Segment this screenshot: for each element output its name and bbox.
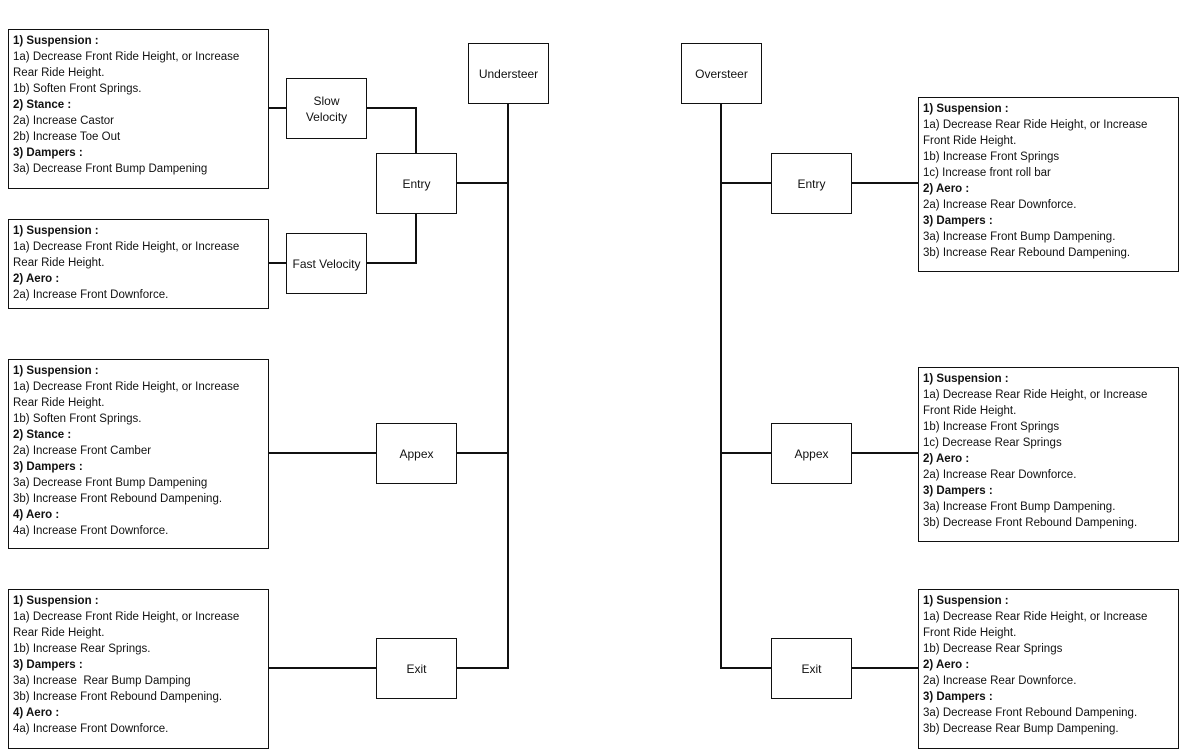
info-heading: 2) Aero : [923,659,970,671]
info-heading: 1) Suspension : [13,365,99,377]
info-line: 1b) Increase Rear Springs. [13,643,151,655]
info-line: 1b) Soften Front Springs. [13,413,142,425]
info-heading: 2) Aero : [13,273,60,285]
info-heading: 2) Aero : [923,183,970,195]
fast-velocity-node: Fast Velocity [286,233,367,294]
info-line: 1a) Decrease Rear Ride Height, or Increa… [923,611,1148,639]
info-line: 3a) Increase Rear Bump Damping [13,675,191,687]
info-heading: 1) Suspension : [13,225,99,237]
info-line: 3a) Decrease Front Bump Dampening [13,477,208,489]
oversteer-appex-info: 1) Suspension : 1a) Decrease Rear Ride H… [918,367,1179,542]
exit-node-understeer: Exit [376,638,457,699]
info-heading: 2) Stance : [13,99,72,111]
info-heading: 4) Aero : [13,509,60,521]
info-heading: 3) Dampers : [13,659,83,671]
info-line: 1a) Decrease Front Ride Height, or Incre… [13,611,240,639]
oversteer-label: Oversteer [695,66,748,81]
oversteer-entry-info: 1) Suspension : 1a) Decrease Rear Ride H… [918,97,1179,272]
info-line: 1b) Soften Front Springs. [13,83,142,95]
info-line: 3b) Increase Front Rebound Dampening. [13,493,223,505]
info-line: 1a) Decrease Rear Ride Height, or Increa… [923,389,1148,417]
slow-velocity-label: Slow Velocity [305,93,348,124]
info-line: 3a) Decrease Front Rebound Dampening. [923,707,1138,719]
info-heading: 1) Suspension : [923,595,1009,607]
info-heading: 1) Suspension : [923,103,1009,115]
info-line: 1a) Decrease Rear Ride Height, or Increa… [923,119,1148,147]
info-line: 3a) Increase Front Bump Dampening. [923,231,1116,243]
info-line: 1b) Increase Front Springs [923,151,1060,163]
info-heading: 3) Dampers : [923,215,993,227]
understeer-node: Understeer [468,43,549,104]
info-line: 3b) Decrease Front Rebound Dampening. [923,517,1138,529]
entry-label: Entry [797,176,826,191]
info-line: 1a) Decrease Front Ride Height, or Incre… [13,381,240,409]
info-line: 3a) Increase Front Bump Dampening. [923,501,1116,513]
info-line: 3b) Decrease Rear Bump Dampening. [923,723,1119,735]
info-line: 1b) Increase Front Springs [923,421,1060,433]
info-line: 2a) Increase Front Camber [13,445,152,457]
info-line: 3b) Increase Front Rebound Dampening. [13,691,223,703]
appex-label: Appex [794,446,829,461]
info-line: 2a) Increase Rear Downforce. [923,469,1077,481]
oversteer-exit-info: 1) Suspension : 1a) Decrease Rear Ride H… [918,589,1179,749]
info-line: 2a) Increase Front Downforce. [13,289,169,301]
info-line: 3a) Decrease Front Bump Dampening [13,163,208,175]
entry-node-understeer: Entry [376,153,457,214]
oversteer-node: Oversteer [681,43,762,104]
info-line: 1c) Decrease Rear Springs [923,437,1062,449]
info-heading: 1) Suspension : [923,373,1009,385]
info-heading: 1) Suspension : [13,595,99,607]
info-heading: 3) Dampers : [13,147,83,159]
info-line: 1c) Increase front roll bar [923,167,1051,179]
info-line: 1b) Decrease Rear Springs [923,643,1063,655]
exit-label: Exit [801,661,822,676]
info-line: 1a) Decrease Front Ride Height, or Incre… [13,51,240,79]
understeer-label: Understeer [478,66,539,81]
info-line: 2a) Increase Rear Downforce. [923,199,1077,211]
fast-velocity-label: Fast Velocity [292,256,361,271]
appex-node-oversteer: Appex [771,423,852,484]
slow-velocity-node: Slow Velocity [286,78,367,139]
info-line: 4a) Increase Front Downforce. [13,723,169,735]
understeer-appex-info: 1) Suspension : 1a) Decrease Front Ride … [8,359,269,549]
info-line: 2a) Increase Castor [13,115,114,127]
understeer-slow-velocity-info: 1) Suspension : 1a) Decrease Front Ride … [8,29,269,189]
info-heading: 2) Stance : [13,429,72,441]
exit-node-oversteer: Exit [771,638,852,699]
info-line: 4a) Increase Front Downforce. [13,525,169,537]
info-line: 2b) Increase Toe Out [13,131,121,143]
exit-label: Exit [406,661,427,676]
entry-label: Entry [402,176,431,191]
info-line: 1a) Decrease Front Ride Height, or Incre… [13,241,240,269]
info-heading: 2) Aero : [923,453,970,465]
info-heading: 3) Dampers : [13,461,83,473]
info-line: 3b) Increase Rear Rebound Dampening. [923,247,1131,259]
info-heading: 3) Dampers : [923,691,993,703]
info-heading: 3) Dampers : [923,485,993,497]
entry-node-oversteer: Entry [771,153,852,214]
info-line: 2a) Increase Rear Downforce. [923,675,1077,687]
info-heading: 1) Suspension : [13,35,99,47]
understeer-fast-velocity-info: 1) Suspension : 1a) Decrease Front Ride … [8,219,269,309]
info-heading: 4) Aero : [13,707,60,719]
understeer-exit-info: 1) Suspension : 1a) Decrease Front Ride … [8,589,269,749]
appex-node-understeer: Appex [376,423,457,484]
appex-label: Appex [399,446,434,461]
